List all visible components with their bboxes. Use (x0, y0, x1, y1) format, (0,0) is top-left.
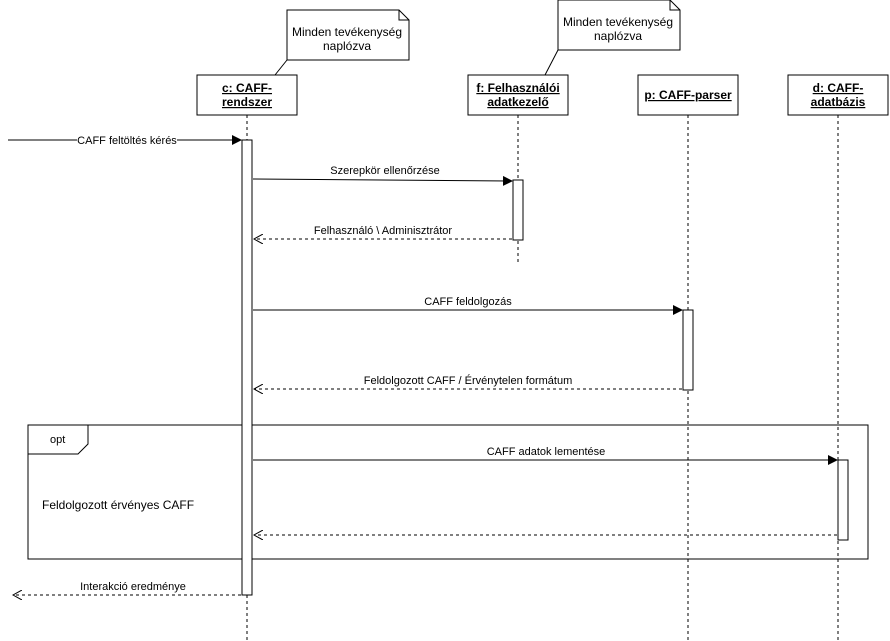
message-upload-label: CAFF feltöltés kérés (77, 135, 177, 147)
note-2-line2: naplózva (594, 29, 642, 43)
participant-d-line2: adatbázis (811, 95, 866, 109)
note-1-line1: Minden tevékenység (292, 25, 402, 39)
message-result-label: Interakció eredménye (80, 581, 186, 593)
message-process: CAFF feldolgozás (253, 296, 683, 315)
note-1: Minden tevékenység naplózva (286, 9, 410, 61)
note-2-line1: Minden tevékenység (563, 15, 673, 29)
message-role-return: Felhasználó \ Adminisztrátor (254, 225, 512, 239)
note-2: Minden tevékenység naplózva (557, 0, 681, 51)
message-role-return-label: Felhasználó \ Adminisztrátor (314, 225, 453, 237)
participant-c-line2: rendszer (222, 95, 272, 109)
activation-c (241, 139, 253, 596)
opt-operator: opt (50, 434, 65, 446)
opt-fragment-tab (28, 424, 89, 455)
message-result: Interakció eredménye (13, 581, 241, 595)
message-role-check: Szerepkör ellenőrzése (252, 165, 513, 186)
message-process-return-label: Feldolgozott CAFF / Érvénytelen formátum (364, 374, 572, 387)
participant-c: c: CAFF- rendszer (196, 74, 298, 116)
participant-c-line1: c: CAFF- (222, 81, 272, 95)
note-connector-2 (544, 49, 559, 76)
note-connector-1 (274, 59, 288, 76)
activation-d (837, 459, 849, 541)
participant-f-line1: f: Felhasználói (476, 81, 559, 95)
message-save: CAFF adatok lementése (253, 446, 838, 465)
opt-condition: Feldolgozott érvényes CAFF (42, 498, 194, 512)
message-role-check-label: Szerepkör ellenőrzése (330, 165, 439, 177)
opt-fragment (27, 424, 869, 560)
message-process-label: CAFF feldolgozás (424, 296, 512, 308)
participant-p-line1: p: CAFF-parser (644, 88, 732, 102)
message-save-label: CAFF adatok lementése (487, 446, 606, 458)
message-process-return: Feldolgozott CAFF / Érvénytelen formátum (254, 374, 682, 389)
participant-f-line2: adatkezelő (487, 95, 548, 109)
participant-p: p: CAFF-parser (637, 74, 739, 116)
participant-d: d: CAFF- adatbázis (787, 74, 889, 116)
participant-f: f: Felhasználói adatkezelő (467, 74, 569, 116)
message-upload: CAFF feltöltés kérés (8, 133, 242, 147)
participant-d-line1: d: CAFF- (813, 81, 864, 95)
note-1-line2: naplózva (323, 39, 371, 53)
activation-f (512, 179, 524, 241)
activation-p (682, 309, 694, 391)
